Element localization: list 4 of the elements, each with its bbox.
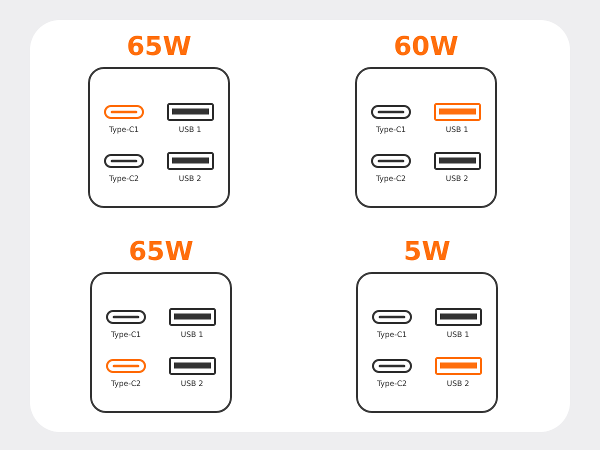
wattage-heading: 65W	[126, 32, 192, 62]
wattage-heading: 5W	[404, 237, 450, 267]
wattage-heading: 60W	[394, 32, 458, 62]
wattage-heading: 65W	[128, 237, 194, 267]
